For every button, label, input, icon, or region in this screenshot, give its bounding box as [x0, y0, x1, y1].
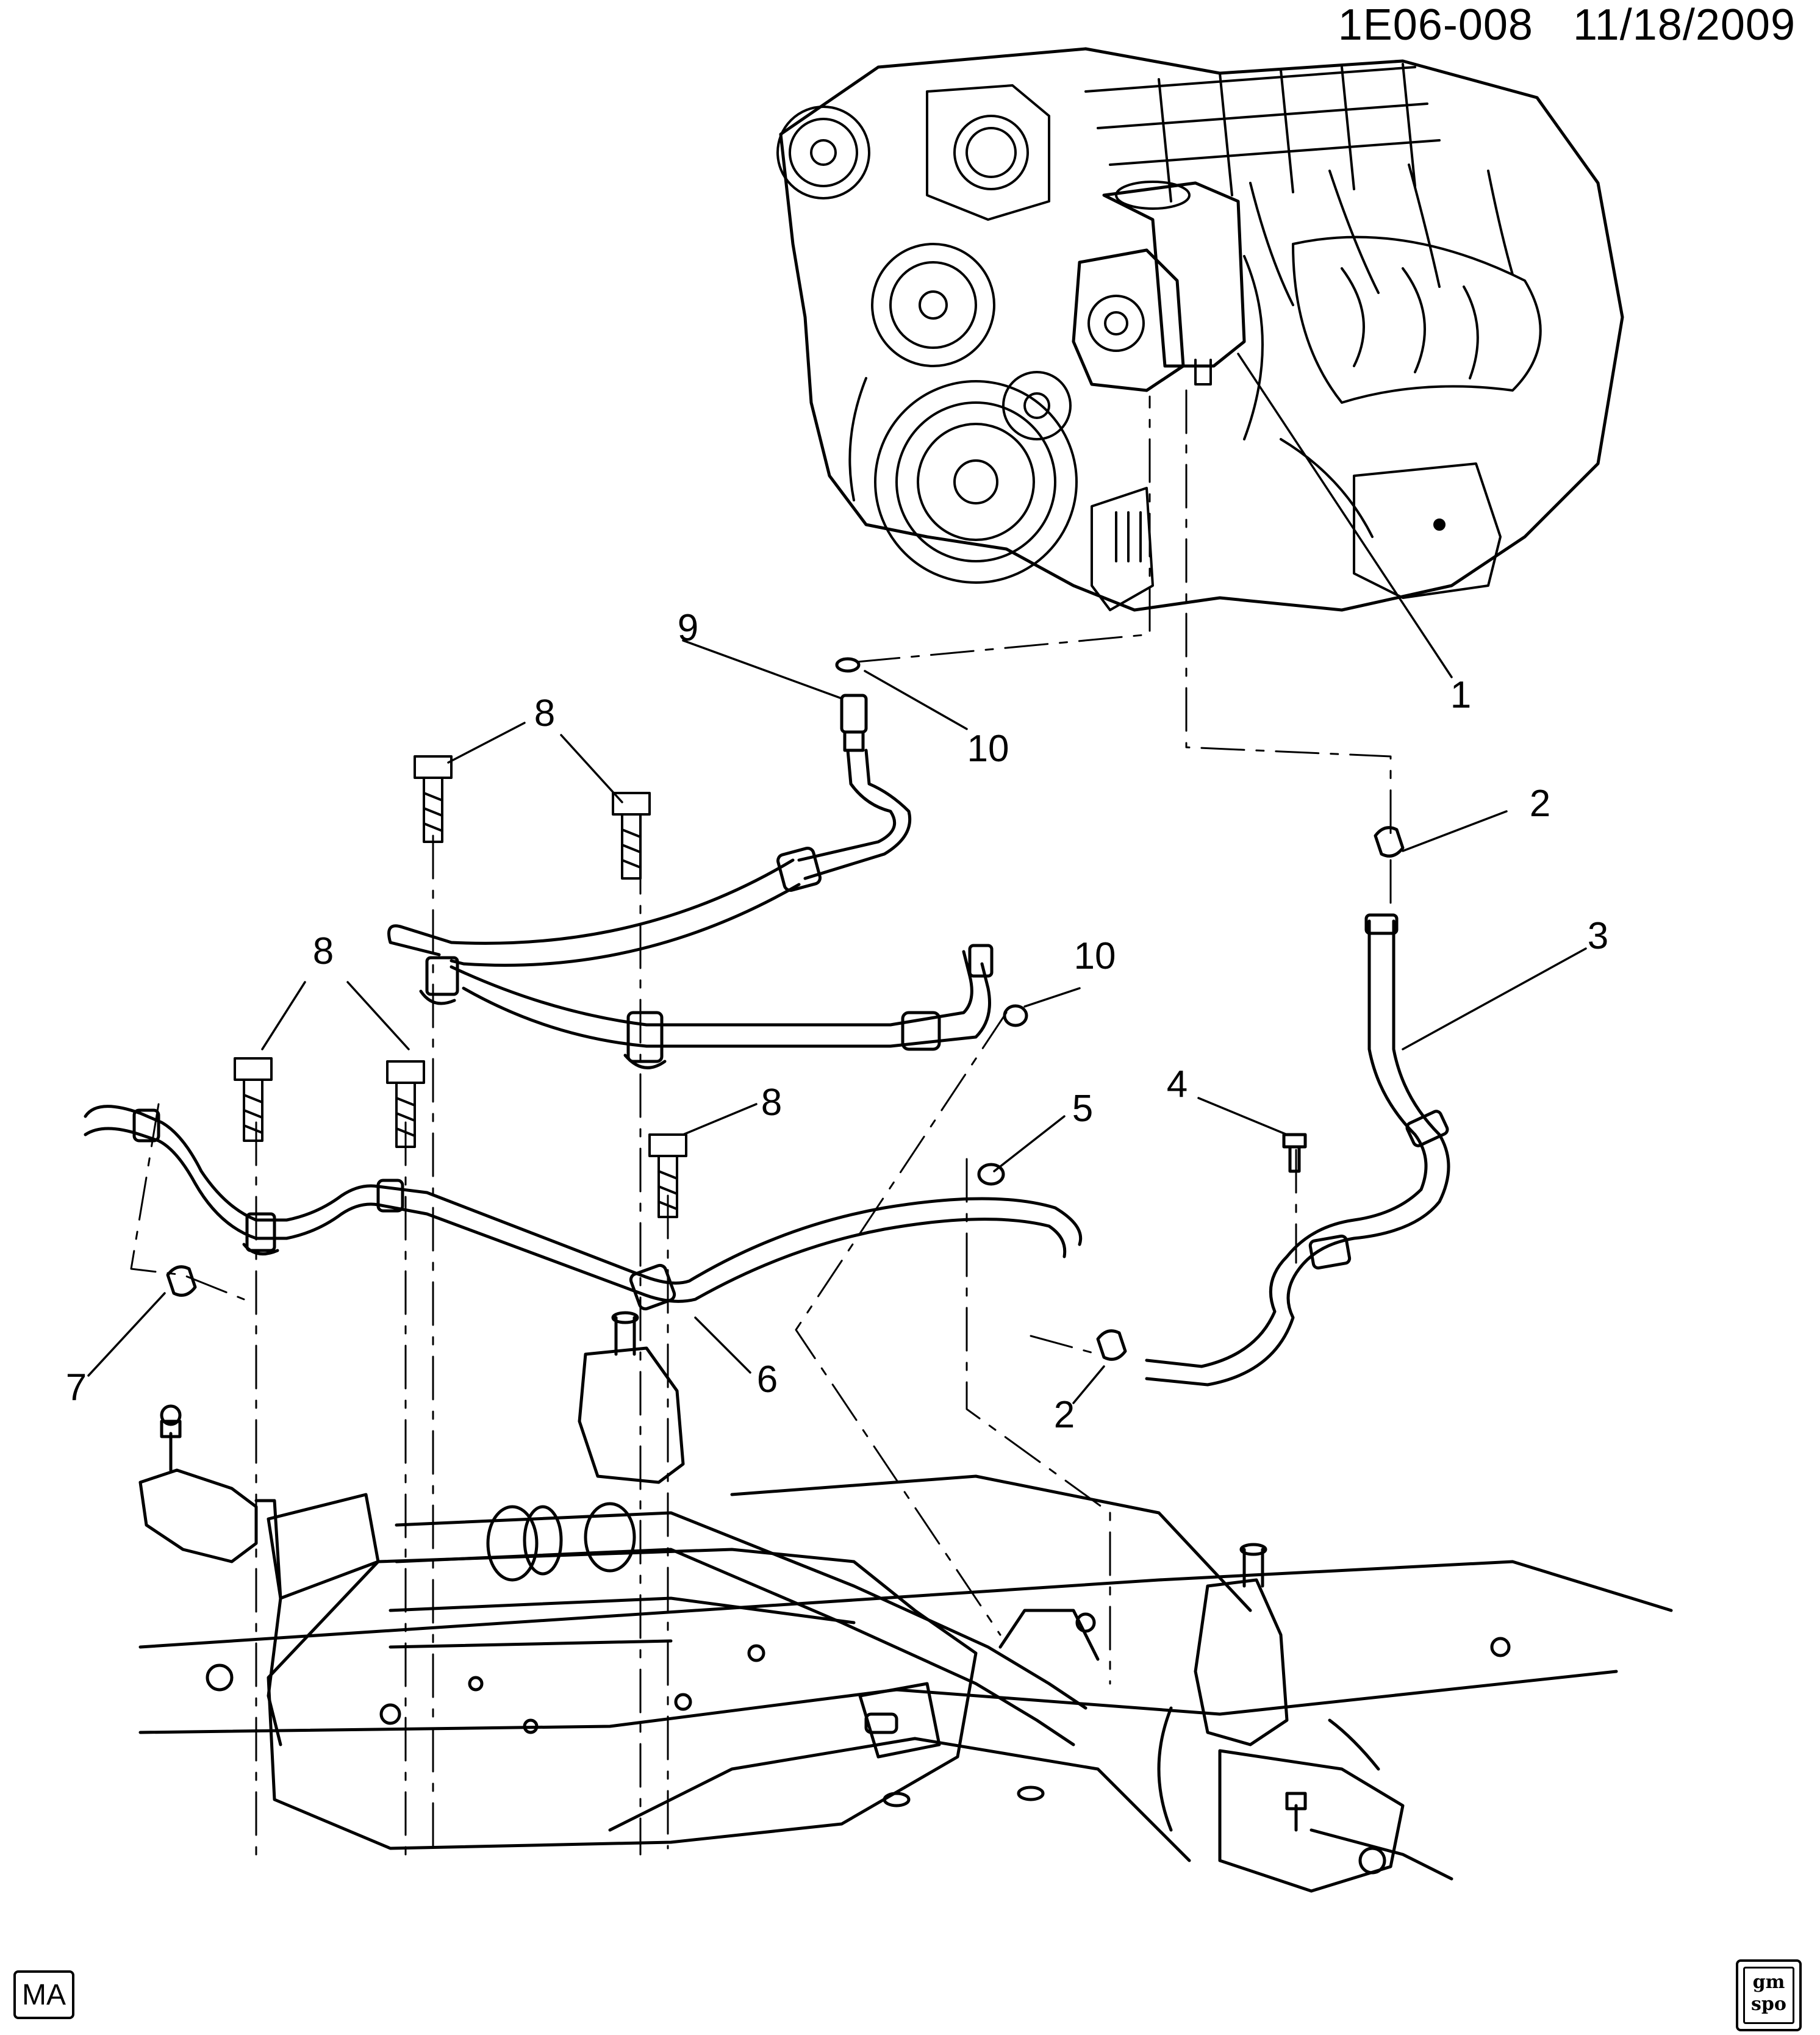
callout-6: 6: [756, 1358, 778, 1401]
leader-lines: [87, 353, 1587, 1404]
diagram-date: 11/18/2009: [1572, 1, 1796, 49]
callout-7: 7: [65, 1366, 87, 1409]
diagram-id: 1E06-008: [1338, 1, 1533, 49]
callout-5: 5: [1072, 1088, 1094, 1130]
diagram-header: 1E06-008 11/18/2009: [1338, 0, 1796, 50]
hose-assembly-upper: [387, 657, 1028, 1069]
engine-assembly: [776, 47, 1624, 612]
hose-assembly-lower: [84, 826, 1450, 1387]
bolts: [234, 755, 687, 1218]
callout-8b: 8: [312, 930, 334, 972]
model-badge: MA: [13, 1970, 74, 2019]
callout-2a: 2: [1529, 783, 1551, 825]
callout-4: 4: [1166, 1063, 1188, 1105]
callout-8c: 8: [761, 1082, 783, 1124]
front-cradle-and-steering-gear: [138, 1311, 1673, 1893]
callout-10b: 10: [1073, 935, 1116, 977]
callout-3: 3: [1587, 915, 1609, 957]
callout-8a: 8: [534, 692, 556, 734]
callout-2b: 2: [1053, 1394, 1075, 1436]
gm-spo-logo-icon: gm spo: [1736, 1959, 1802, 2031]
callout-1: 1: [1450, 674, 1472, 716]
power-steering-pump: [1072, 181, 1246, 392]
callout-10a: 10: [967, 728, 1009, 770]
callout-9: 9: [677, 607, 699, 649]
